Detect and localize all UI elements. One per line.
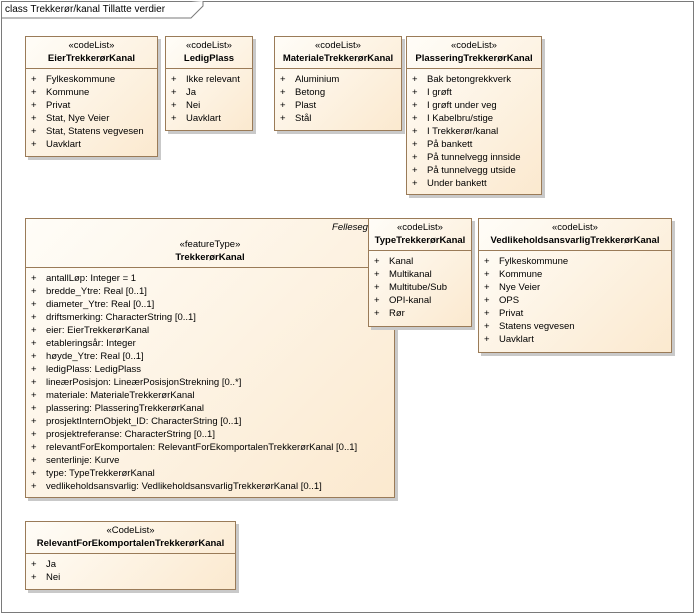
attribute-list: +Kanal +Multikanal +Multitube/Sub +OPI-k… [369, 251, 471, 320]
attribute-list: +Fylkeskommune +Kommune +Nye Veier +OPS … [479, 251, 671, 346]
attribute-item: +Fylkeskommune [484, 256, 569, 267]
class-name: EierTrekkerørKanal [47, 53, 136, 64]
attribute-item: +Stat, Statens vegvesen [31, 126, 144, 137]
class-name: MaterialeTrekkerørKanal [282, 53, 394, 64]
class-box-materiale-trekkeror-kanal[interactable]: «codeList» MaterialeTrekkerørKanal +Alumi… [274, 36, 402, 131]
class-name: LedigPlass [183, 53, 235, 64]
package-label: Fellesegensk [332, 222, 388, 233]
attribute-item: +eier: EierTrekkerørKanal [31, 325, 150, 336]
attribute-list: +antallLøp: Integer = 1 +bredde_Ytre: Re… [26, 268, 394, 493]
attribute-item: +senterlinje: Kurve [31, 455, 120, 466]
attribute-item: +ledigPlass: LedigPlass [31, 364, 142, 375]
attribute-item: +type: TypeTrekkerørKanal [31, 468, 155, 479]
class-stereotype: «codeList» [186, 40, 232, 51]
attribute-item: +etableringsår: Integer [31, 338, 136, 349]
class-box-plassering-trekkeror-kanal[interactable]: «codeList» PlasseringTrekkerørKanal +Bak … [406, 36, 542, 195]
class-stereotype: «codeList» [315, 40, 361, 51]
attribute-item: +Nye Veier [484, 282, 541, 293]
class-stereotype: «codeList» [397, 222, 443, 233]
attribute-item: +Kommune [484, 269, 543, 280]
class-box-eier-trekkeror-kanal[interactable]: «codeList» EierTrekkerørKanal +Fylkeskomm… [25, 36, 158, 157]
attribute-item: +Nei [171, 100, 201, 111]
attribute-item: +Uavklart [31, 139, 81, 150]
class-box-relevant-for-ekomportalen-trekkeror-kanal[interactable]: «CodeList» RelevantForEkomportalenTrekker… [25, 521, 236, 590]
attribute-list: +Aluminium +Betong +Plast +Stål [275, 69, 401, 125]
attribute-item: +vedlikeholdsansvarlig: Vedlikeholdsansv… [31, 481, 322, 492]
attribute-item: +prosjektInternObjekt_ID: CharacterStrin… [31, 416, 242, 427]
attribute-item: +antallLøp: Integer = 1 [31, 273, 137, 284]
attribute-item: +Kanal [374, 256, 414, 267]
attribute-item: +Ikke relevant [171, 74, 240, 85]
attribute-list: +Fylkeskommune +Kommune +Privat +Stat, N… [26, 69, 157, 151]
attribute-item: +På tunnelvegg utside [412, 165, 516, 176]
attribute-item: +Kommune [31, 87, 90, 98]
class-name: RelevantForEkomportalenTrekkerørKanal [36, 538, 225, 549]
attribute-item: +Under bankett [412, 178, 487, 189]
attribute-item: +høyde_Ytre: Real [0..1] [31, 351, 144, 362]
attribute-item: +Fylkeskommune [31, 74, 116, 85]
attribute-list: +Ja +Nei [26, 554, 235, 584]
attribute-item: +Privat [31, 100, 71, 111]
attribute-item: +Ja [31, 559, 57, 570]
attribute-item: +Plast [280, 100, 317, 111]
attribute-item: +Aluminium [280, 74, 340, 85]
attribute-item: +På bankett [412, 139, 473, 150]
attribute-item: +I Kabelbru/stige [412, 113, 494, 124]
attribute-item: +materiale: MaterialeTrekkerørKanal [31, 390, 195, 401]
class-name: VedlikeholdsansvarligTrekkerørKanal [490, 235, 660, 246]
class-stereotype: «CodeList» [106, 525, 155, 536]
attribute-list: +Bak betongrekkverk +I grøft +I grøft un… [407, 69, 541, 190]
attribute-item: +Rør [374, 308, 405, 319]
attribute-item: +OPS [484, 295, 520, 306]
attribute-item: +I grøft under veg [412, 100, 497, 111]
attribute-item: +I Trekkerør/kanal [412, 126, 499, 137]
attribute-item: +plassering: PlasseringTrekkerørKanal [31, 403, 205, 414]
attribute-item: +Statens vegvesen [484, 321, 575, 332]
attribute-item: +På tunnelvegg innside [412, 152, 521, 163]
attribute-item: +Bak betongrekkverk [412, 74, 511, 85]
attribute-item: +Stat, Nye Veier [31, 113, 110, 124]
attribute-item: +prosjektreferanse: CharacterString [0..… [31, 429, 215, 440]
attribute-list: +Ikke relevant +Ja +Nei +Uavklart [166, 69, 252, 125]
class-box-trekkeror-kanal[interactable]: Fellesegensk «featureType» TrekkerørKana… [25, 218, 395, 498]
attribute-item: +I grøft [412, 87, 452, 98]
attribute-item: +lineærPosisjon: LineærPosisjonStrekning… [31, 377, 242, 388]
attribute-item: +Multitube/Sub [374, 282, 448, 293]
attribute-item: +OPI-kanal [374, 295, 432, 306]
class-box-ledig-plass[interactable]: «codeList» LedigPlass +Ikke relevant +Ja … [165, 36, 253, 131]
class-box-type-trekkeror-kanal[interactable]: «codeList» TypeTrekkerørKanal +Kanal +Mul… [368, 218, 472, 327]
class-box-vedlikeholdsansvarlig-trekkeror-kanal[interactable]: «codeList» VedlikeholdsansvarligTrekkerør… [478, 218, 672, 353]
attribute-item: +diameter_Ytre: Real [0..1] [31, 299, 155, 310]
attribute-item: +relevantForEkomportalen: RelevantForEko… [31, 442, 358, 453]
attribute-item: +Nei [31, 572, 61, 583]
attribute-item: +Ja [171, 87, 197, 98]
attribute-item: +Stål [280, 113, 312, 124]
attribute-item: +driftsmerking: CharacterString [0..1] [31, 312, 196, 323]
attribute-item: +Betong [280, 87, 326, 98]
class-name: TrekkerørKanal [175, 252, 245, 263]
class-name: TypeTrekkerørKanal [374, 235, 466, 246]
attribute-item: +Uavklart [171, 113, 221, 124]
attribute-item: +Multikanal [374, 269, 432, 280]
class-stereotype: «codeList» [68, 40, 115, 51]
diagram-title: class Trekkerør/kanal Tillatte verdier [5, 4, 166, 15]
attribute-item: +bredde_Ytre: Real [0..1] [31, 286, 147, 297]
attribute-item: +Uavklart [484, 334, 534, 345]
attribute-item: +Privat [484, 308, 524, 319]
class-stereotype: «featureType» [179, 239, 241, 250]
class-stereotype: «codeList» [552, 222, 598, 233]
class-name: PlasseringTrekkerørKanal [415, 53, 533, 64]
class-stereotype: «codeList» [451, 40, 497, 51]
